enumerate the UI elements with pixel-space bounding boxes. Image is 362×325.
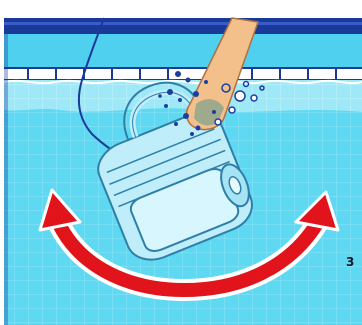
pool-left-edge (4, 34, 8, 325)
pool-rim-highlight (4, 22, 362, 25)
pool-wall-upper (4, 34, 362, 68)
pool-deck (4, 4, 362, 18)
pool-rim (4, 18, 362, 34)
corner-text: 3 (346, 256, 354, 268)
waterline-tile-band (4, 68, 362, 80)
